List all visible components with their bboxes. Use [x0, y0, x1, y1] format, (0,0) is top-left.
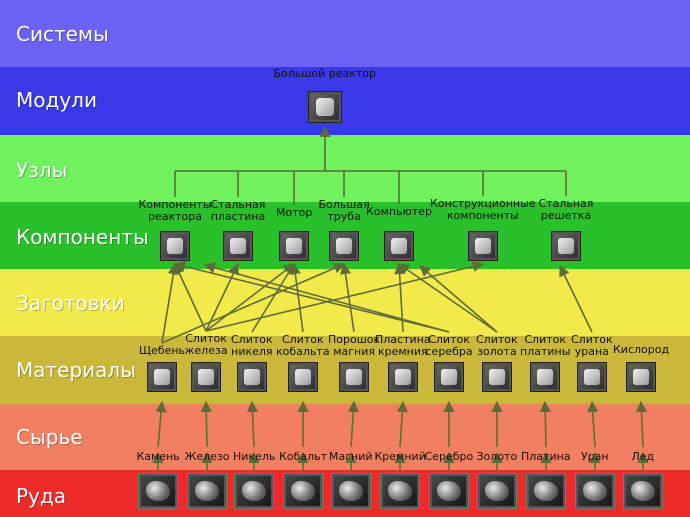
material-to-component-arrow	[205, 262, 239, 332]
construction-components-icon	[468, 231, 498, 261]
computer-icon	[384, 231, 414, 261]
gold-ingot-icon	[482, 362, 512, 392]
raw-to-material-arrow	[396, 400, 408, 448]
material-label: Слиток кобальта	[276, 333, 330, 358]
band-sistemy: Системы	[0, 0, 690, 67]
band-uzly: Узлы	[0, 135, 690, 202]
uranium-ingot-icon	[577, 362, 607, 392]
component-label: Компоненты реактора	[138, 198, 212, 223]
component-label: Конструкционные компоненты	[430, 197, 536, 222]
silicon-wafer-icon	[388, 362, 418, 392]
band-label-syrie: Сырье	[16, 425, 83, 449]
material-to-component-arrow	[173, 260, 450, 333]
nickel-ore-icon	[234, 473, 274, 509]
component-label: Компьютер	[366, 205, 432, 218]
material-to-component-arrow	[251, 263, 295, 333]
band-label-zagotovki: Заготовки	[16, 291, 125, 315]
material-label: Слиток платины	[520, 333, 571, 358]
component-label: Стальная решетка	[538, 197, 594, 222]
material-to-component-arrow	[205, 260, 485, 332]
material-label: Слиток серебра	[425, 333, 473, 358]
oxygen-icon	[626, 362, 656, 392]
raw-to-material-arrow	[200, 400, 212, 448]
material-to-component-arrow	[339, 262, 355, 333]
raw-label: Камень	[136, 450, 180, 463]
band-zagotovki: Заготовки	[0, 269, 690, 336]
raw-to-material-arrow	[635, 400, 648, 448]
gravel-icon	[147, 362, 177, 392]
band-label-materialy: Материалы	[16, 358, 136, 382]
cobalt-ingot-icon	[288, 362, 318, 392]
gold-ore-icon	[477, 473, 517, 509]
material-to-component-arrow	[205, 263, 295, 332]
raw-to-material-arrow	[347, 400, 359, 448]
material-to-component-arrow	[289, 262, 304, 333]
raw-label: Кобальт	[279, 450, 327, 463]
platinum-ingot-icon	[530, 362, 560, 392]
component-label: Большая труба	[318, 198, 370, 223]
nickel-ingot-icon	[237, 362, 267, 392]
iron-ingot-icon	[191, 362, 221, 392]
raw-label: Уран	[581, 450, 609, 463]
material-label: Щебень	[139, 344, 186, 357]
material-label: Кислород	[613, 343, 670, 356]
material-label: Слиток железа	[184, 332, 228, 357]
large-tube-icon	[329, 231, 359, 261]
band-label-moduli: Модули	[16, 88, 97, 112]
raw-label: Никель	[233, 450, 276, 463]
reactor-icon	[308, 91, 342, 123]
material-label: Слиток урана	[571, 333, 613, 358]
raw-label: Золото	[476, 450, 518, 463]
cobalt-ore-icon	[283, 473, 323, 509]
raw-to-material-arrow	[587, 400, 599, 448]
material-to-component-arrow	[419, 265, 498, 333]
raw-label: Серебро	[424, 450, 474, 463]
raw-to-material-arrow	[246, 400, 259, 448]
motor-icon	[279, 231, 309, 261]
raw-to-material-arrow	[539, 400, 551, 448]
material-to-component-arrow	[161, 262, 346, 344]
material-to-component-arrow	[394, 262, 406, 333]
raw-label: Магний	[329, 450, 373, 463]
raw-to-material-arrow	[155, 400, 167, 448]
band-label-uzly: Узлы	[16, 158, 68, 182]
material-to-component-arrow	[203, 262, 450, 333]
material-label: Порошок магния	[328, 333, 381, 358]
material-label: Слиток никеля	[231, 333, 273, 358]
module-label: Большой реактор	[273, 67, 377, 80]
band-moduli: Модули	[0, 67, 690, 135]
raw-label: Лед	[631, 450, 655, 463]
material-to-component-arrow	[559, 264, 593, 333]
ice-ore-icon	[623, 473, 663, 509]
magnesium-ore-icon	[331, 473, 371, 509]
raw-label: Платина	[521, 450, 571, 463]
material-to-component-arrow	[161, 262, 179, 344]
reactor-components-icon	[160, 231, 190, 261]
silicon-ore-icon	[380, 473, 420, 509]
component-label: Стальная пластина	[210, 198, 266, 223]
silver-ingot-icon	[434, 362, 464, 392]
material-to-component-arrow	[174, 262, 207, 332]
material-label: Пластина кремния	[375, 333, 431, 358]
stone-ore-icon	[138, 473, 178, 509]
band-label-sistemy: Системы	[16, 22, 109, 46]
material-label: Слиток золота	[476, 333, 518, 358]
silver-ore-icon	[429, 473, 469, 509]
raw-label: Железо	[184, 450, 230, 463]
iron-ore-icon	[187, 473, 227, 509]
platinum-ore-icon	[526, 473, 566, 509]
steel-grid-icon	[551, 231, 581, 261]
band-label-komponenty: Компоненты	[16, 225, 149, 249]
raw-label: Кремний	[374, 450, 426, 463]
uranium-ore-icon	[575, 473, 615, 509]
material-to-component-arrow	[398, 263, 498, 333]
band-syrie: Сырье	[0, 404, 690, 470]
steel-plate-icon	[223, 231, 253, 261]
component-label: Мотор	[276, 206, 313, 219]
band-label-ruda: Руда	[16, 484, 66, 508]
magnesium-powder-icon	[339, 362, 369, 392]
